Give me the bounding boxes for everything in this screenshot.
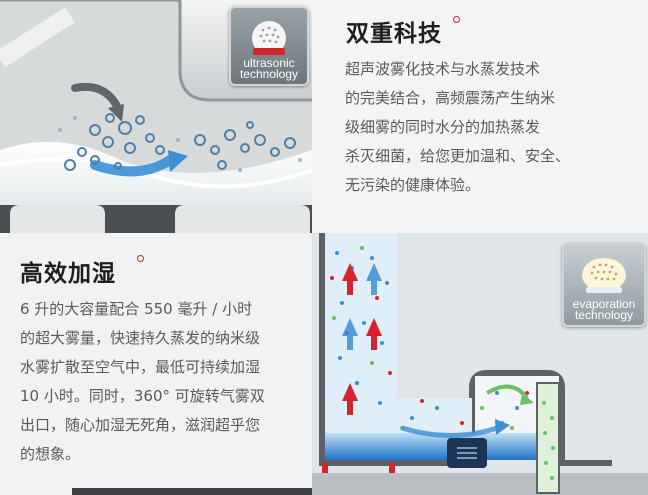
evaporation-diagram [312,233,648,495]
description-line: 级细雾的同时水分的加热蒸发 [345,118,541,136]
section-heading: 双重科技 [346,21,442,47]
efficient-humidify-section: 高效加湿 6 升的大容量配合 550 毫升 / 小时 的超大雾量，快速持久蒸发的… [0,233,312,495]
ultrasonic-technology-badge: ultrasonic technology [229,6,309,86]
divider-bar [72,488,312,495]
description-line: 的完美结合，高频震荡产生纳米 [345,89,556,107]
mist-dome-icon [252,21,286,55]
badge-label-line-2: technology [239,67,299,81]
evaporation-illustration: evaporation technology [312,233,648,495]
description-line: 10 小时。同时，360° 可旋转气雾双 [20,387,265,405]
section-description: 超声波雾化技术与水蒸发技术 的完美结合，高频震荡产生纳米 级细雾的同时水分的加热… [345,55,570,200]
section-heading: 高效加湿 [20,261,116,287]
badge-label-line-1: ultrasonic [243,56,295,70]
badge-label-line-1: evaporation [572,297,636,311]
description-line: 超声波雾化技术与水蒸发技术 [345,60,541,78]
heading-dot-icon [453,16,460,23]
description-line: 无污染的健康体验。 [345,176,481,194]
badge-label: evaporation technology [564,297,644,322]
mist-dome-icon [582,258,626,293]
evaporation-technology-badge: evaporation technology [562,243,646,327]
description-line: 的超大雾量，快速持久蒸发的纳米级 [20,329,261,347]
badge-label-line-2: technology [574,308,634,322]
ultrasonic-illustration: ultrasonic technology [0,0,312,233]
description-line: 6 升的大容量配合 550 毫升 / 小时 [20,300,253,318]
heading-dot-icon [137,255,144,262]
description-line: 的想象。 [20,445,81,463]
badge-label: ultrasonic technology [231,56,307,81]
description-line: 水雾扩散至空气中，最低可持续加湿 [20,358,261,376]
description-line: 杀灭细菌，给您更加温和、安全、 [345,147,571,165]
dual-technology-section: 双重科技 超声波雾化技术与水蒸发技术 的完美结合，高频震荡产生纳米 级细雾的同时… [312,0,648,233]
description-line: 出口，随心加湿无死角，滋润超乎您 [20,416,261,434]
section-description: 6 升的大容量配合 550 毫升 / 小时 的超大雾量，快速持久蒸发的纳米级 水… [20,295,265,469]
